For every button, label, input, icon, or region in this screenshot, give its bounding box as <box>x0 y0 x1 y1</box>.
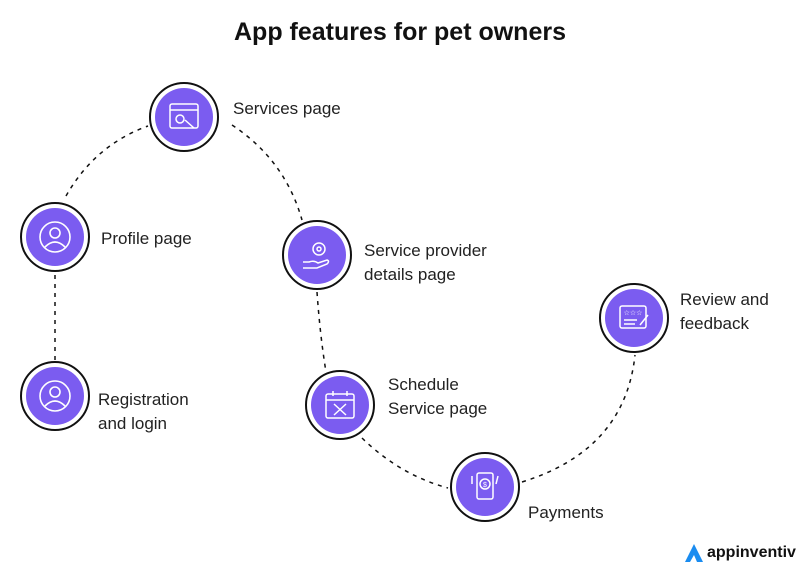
page-title: App features for pet owners <box>234 18 566 46</box>
label-line: and login <box>98 414 168 433</box>
label-line: Review and <box>680 290 769 309</box>
profile-label: Profile page <box>101 229 192 248</box>
services-node <box>149 82 219 152</box>
payments-node: $ <box>450 452 520 522</box>
profile-node <box>20 202 90 272</box>
payments-label: Payments <box>528 503 604 522</box>
browser-settings-icon <box>169 103 199 129</box>
review-label: Review and feedback <box>680 288 769 336</box>
label-line: Schedule <box>388 375 459 394</box>
registration-label: Registration and login <box>98 388 189 436</box>
svg-text:$: $ <box>483 482 487 489</box>
appinventiv-logo-icon <box>685 544 703 562</box>
services-label: Services page <box>233 99 341 118</box>
svg-text:☆☆☆: ☆☆☆ <box>624 309 643 317</box>
label-line: Service provider <box>364 241 487 260</box>
label-line: Service page <box>388 399 488 418</box>
connector-provider-schedule <box>316 291 327 373</box>
connector-payments-review <box>521 354 636 483</box>
provider-node <box>282 220 352 290</box>
connector-profile-services <box>65 125 149 197</box>
connector-services-provider <box>231 124 303 221</box>
schedule-node <box>305 370 375 440</box>
provider-label: Service provider details page <box>364 239 487 287</box>
calendar-tools-icon <box>325 391 355 419</box>
label-line: feedback <box>680 314 749 333</box>
brand-name: appinventiv <box>707 544 796 561</box>
mobile-payment-icon: $ <box>471 472 499 500</box>
brand-logo: appinventiv <box>684 543 796 563</box>
rating-feedback-icon: ☆☆☆ <box>619 305 649 329</box>
hand-gear-icon <box>303 242 330 269</box>
user-icon <box>39 221 71 253</box>
user-icon <box>39 380 71 412</box>
label-line: Registration <box>98 390 189 409</box>
connector-schedule-payments <box>361 437 449 489</box>
review-node: ☆☆☆ <box>599 283 669 353</box>
registration-node <box>20 361 90 431</box>
label-line: details page <box>364 265 456 284</box>
